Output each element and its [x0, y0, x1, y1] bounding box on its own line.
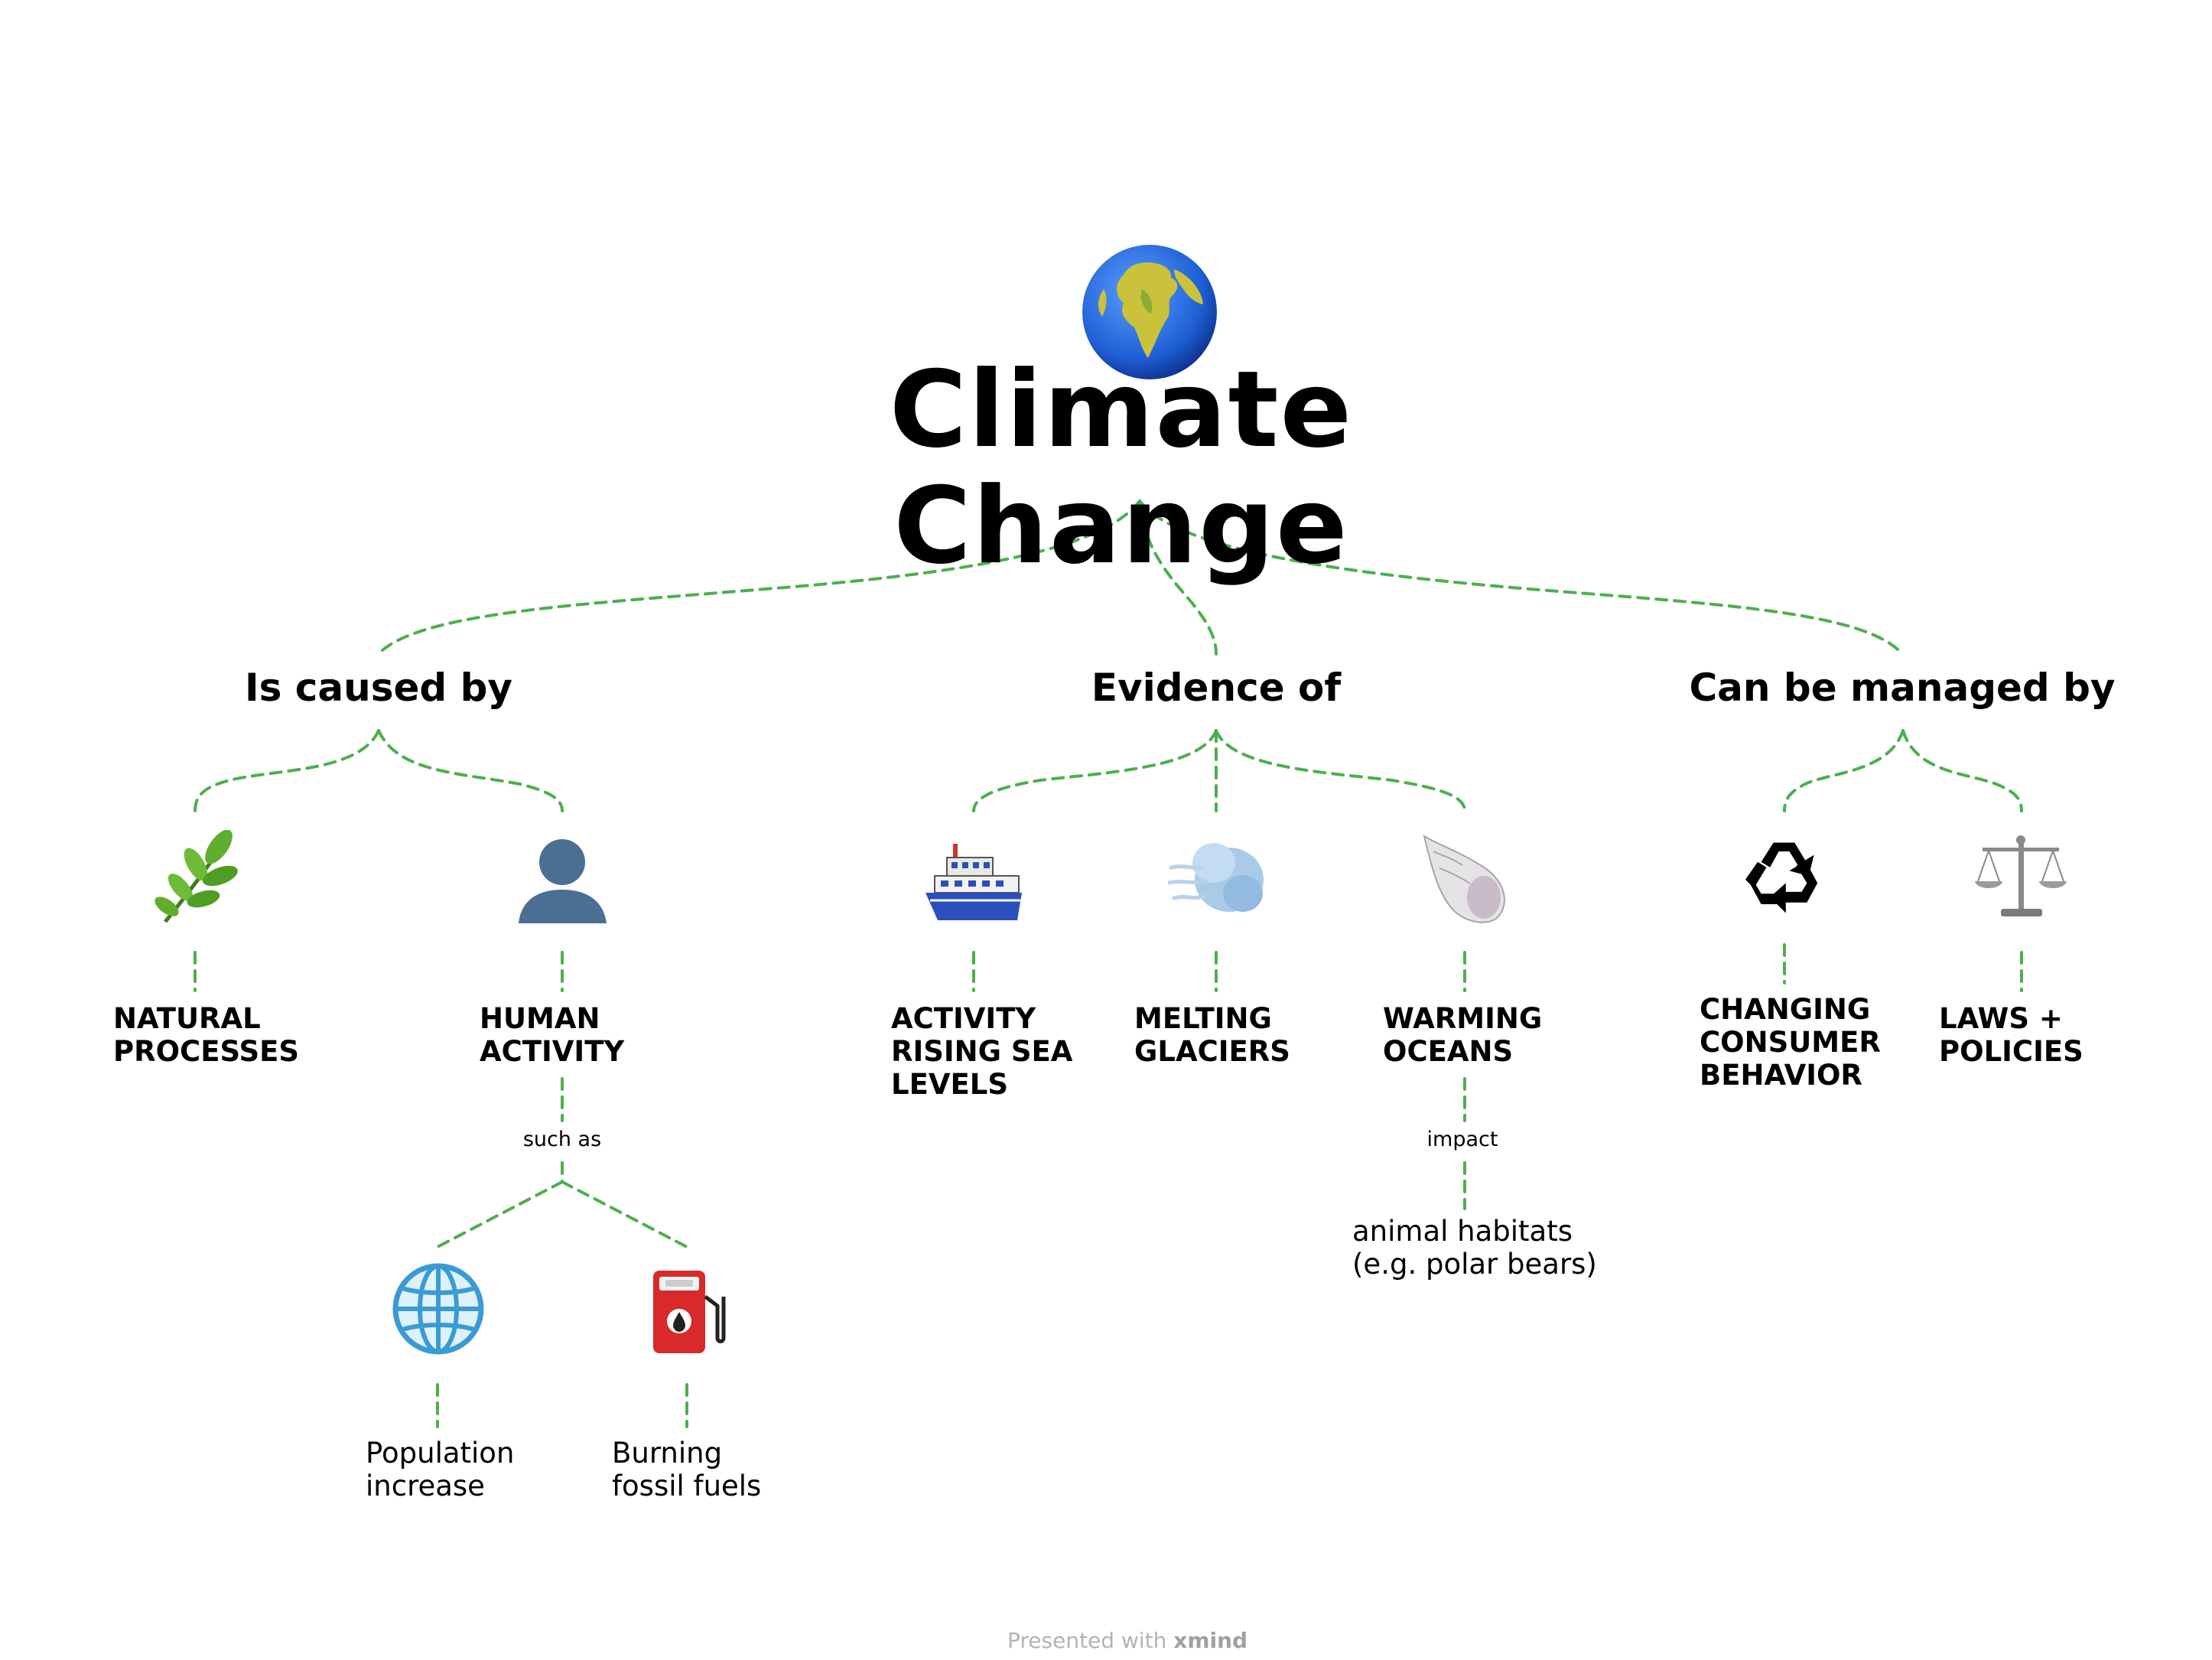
leaf-changing-consumer-behavior[interactable]: CHANGING CONSUMER BEHAVIOR [1700, 993, 1881, 1092]
subtopic-animal-habitats[interactable]: animal habitats (e.g. polar bears) [1352, 1215, 1597, 1281]
person-silhouette-icon [519, 839, 607, 923]
footer-presented-with: Presented with xmind [1007, 1628, 1248, 1653]
link-suchas-population [436, 1180, 564, 1248]
link-root-caused [381, 500, 1141, 652]
fuel-pump-icon [653, 1271, 726, 1353]
link-root-evidence [1138, 500, 1218, 656]
leaf-human-activity[interactable]: HUMAN ACTIVITY [480, 1002, 625, 1068]
branch-is-caused-by[interactable]: Is caused by [245, 666, 512, 710]
wind-cloud-icon [1168, 843, 1264, 912]
spiral-shell-icon [1423, 834, 1505, 923]
link-caused-natural [194, 729, 380, 812]
subtopic-population-increase[interactable]: Population increase [366, 1437, 515, 1502]
link-root-managed [1138, 500, 1904, 656]
leaf-activity-rising-sea-levels[interactable]: ACTIVITY RISING SEA LEVELS [891, 1002, 1073, 1101]
relation-impact[interactable]: impact [1422, 1128, 1503, 1151]
central-topic-title[interactable]: Climate Change [889, 348, 1354, 588]
leaf-melting-glaciers[interactable]: MELTING GLACIERS [1134, 1002, 1290, 1068]
link-evidence-oceans [1215, 729, 1466, 812]
balance-scale-icon [1975, 835, 2067, 916]
recycle-icon [1745, 842, 1818, 913]
leaf-warming-oceans[interactable]: WARMING OCEANS [1383, 1002, 1543, 1068]
ship-icon [925, 844, 1022, 920]
globe-grid-icon [392, 1263, 484, 1355]
leaf-laws-policies[interactable]: LAWS + POLICIES [1939, 1002, 2084, 1068]
relation-such-as[interactable]: such as [518, 1128, 607, 1151]
globe-earth-icon [1082, 245, 1217, 379]
link-managed-consumer [1783, 729, 1905, 812]
branch-can-be-managed-by[interactable]: Can be managed by [1689, 666, 2116, 710]
link-evidence-sea [972, 729, 1218, 812]
subtopic-burning-fossil-fuels[interactable]: Burning fossil fuels [612, 1437, 762, 1502]
link-managed-laws [1901, 729, 2023, 812]
xmind-brand[interactable]: xmind [1173, 1628, 1248, 1653]
link-suchas-fossil [561, 1180, 688, 1248]
herb-leaf-icon [155, 830, 238, 923]
leaf-natural-processes[interactable]: NATURAL PROCESSES [113, 1002, 300, 1068]
link-caused-human [377, 729, 564, 812]
branch-evidence-of[interactable]: Evidence of [1091, 666, 1342, 710]
